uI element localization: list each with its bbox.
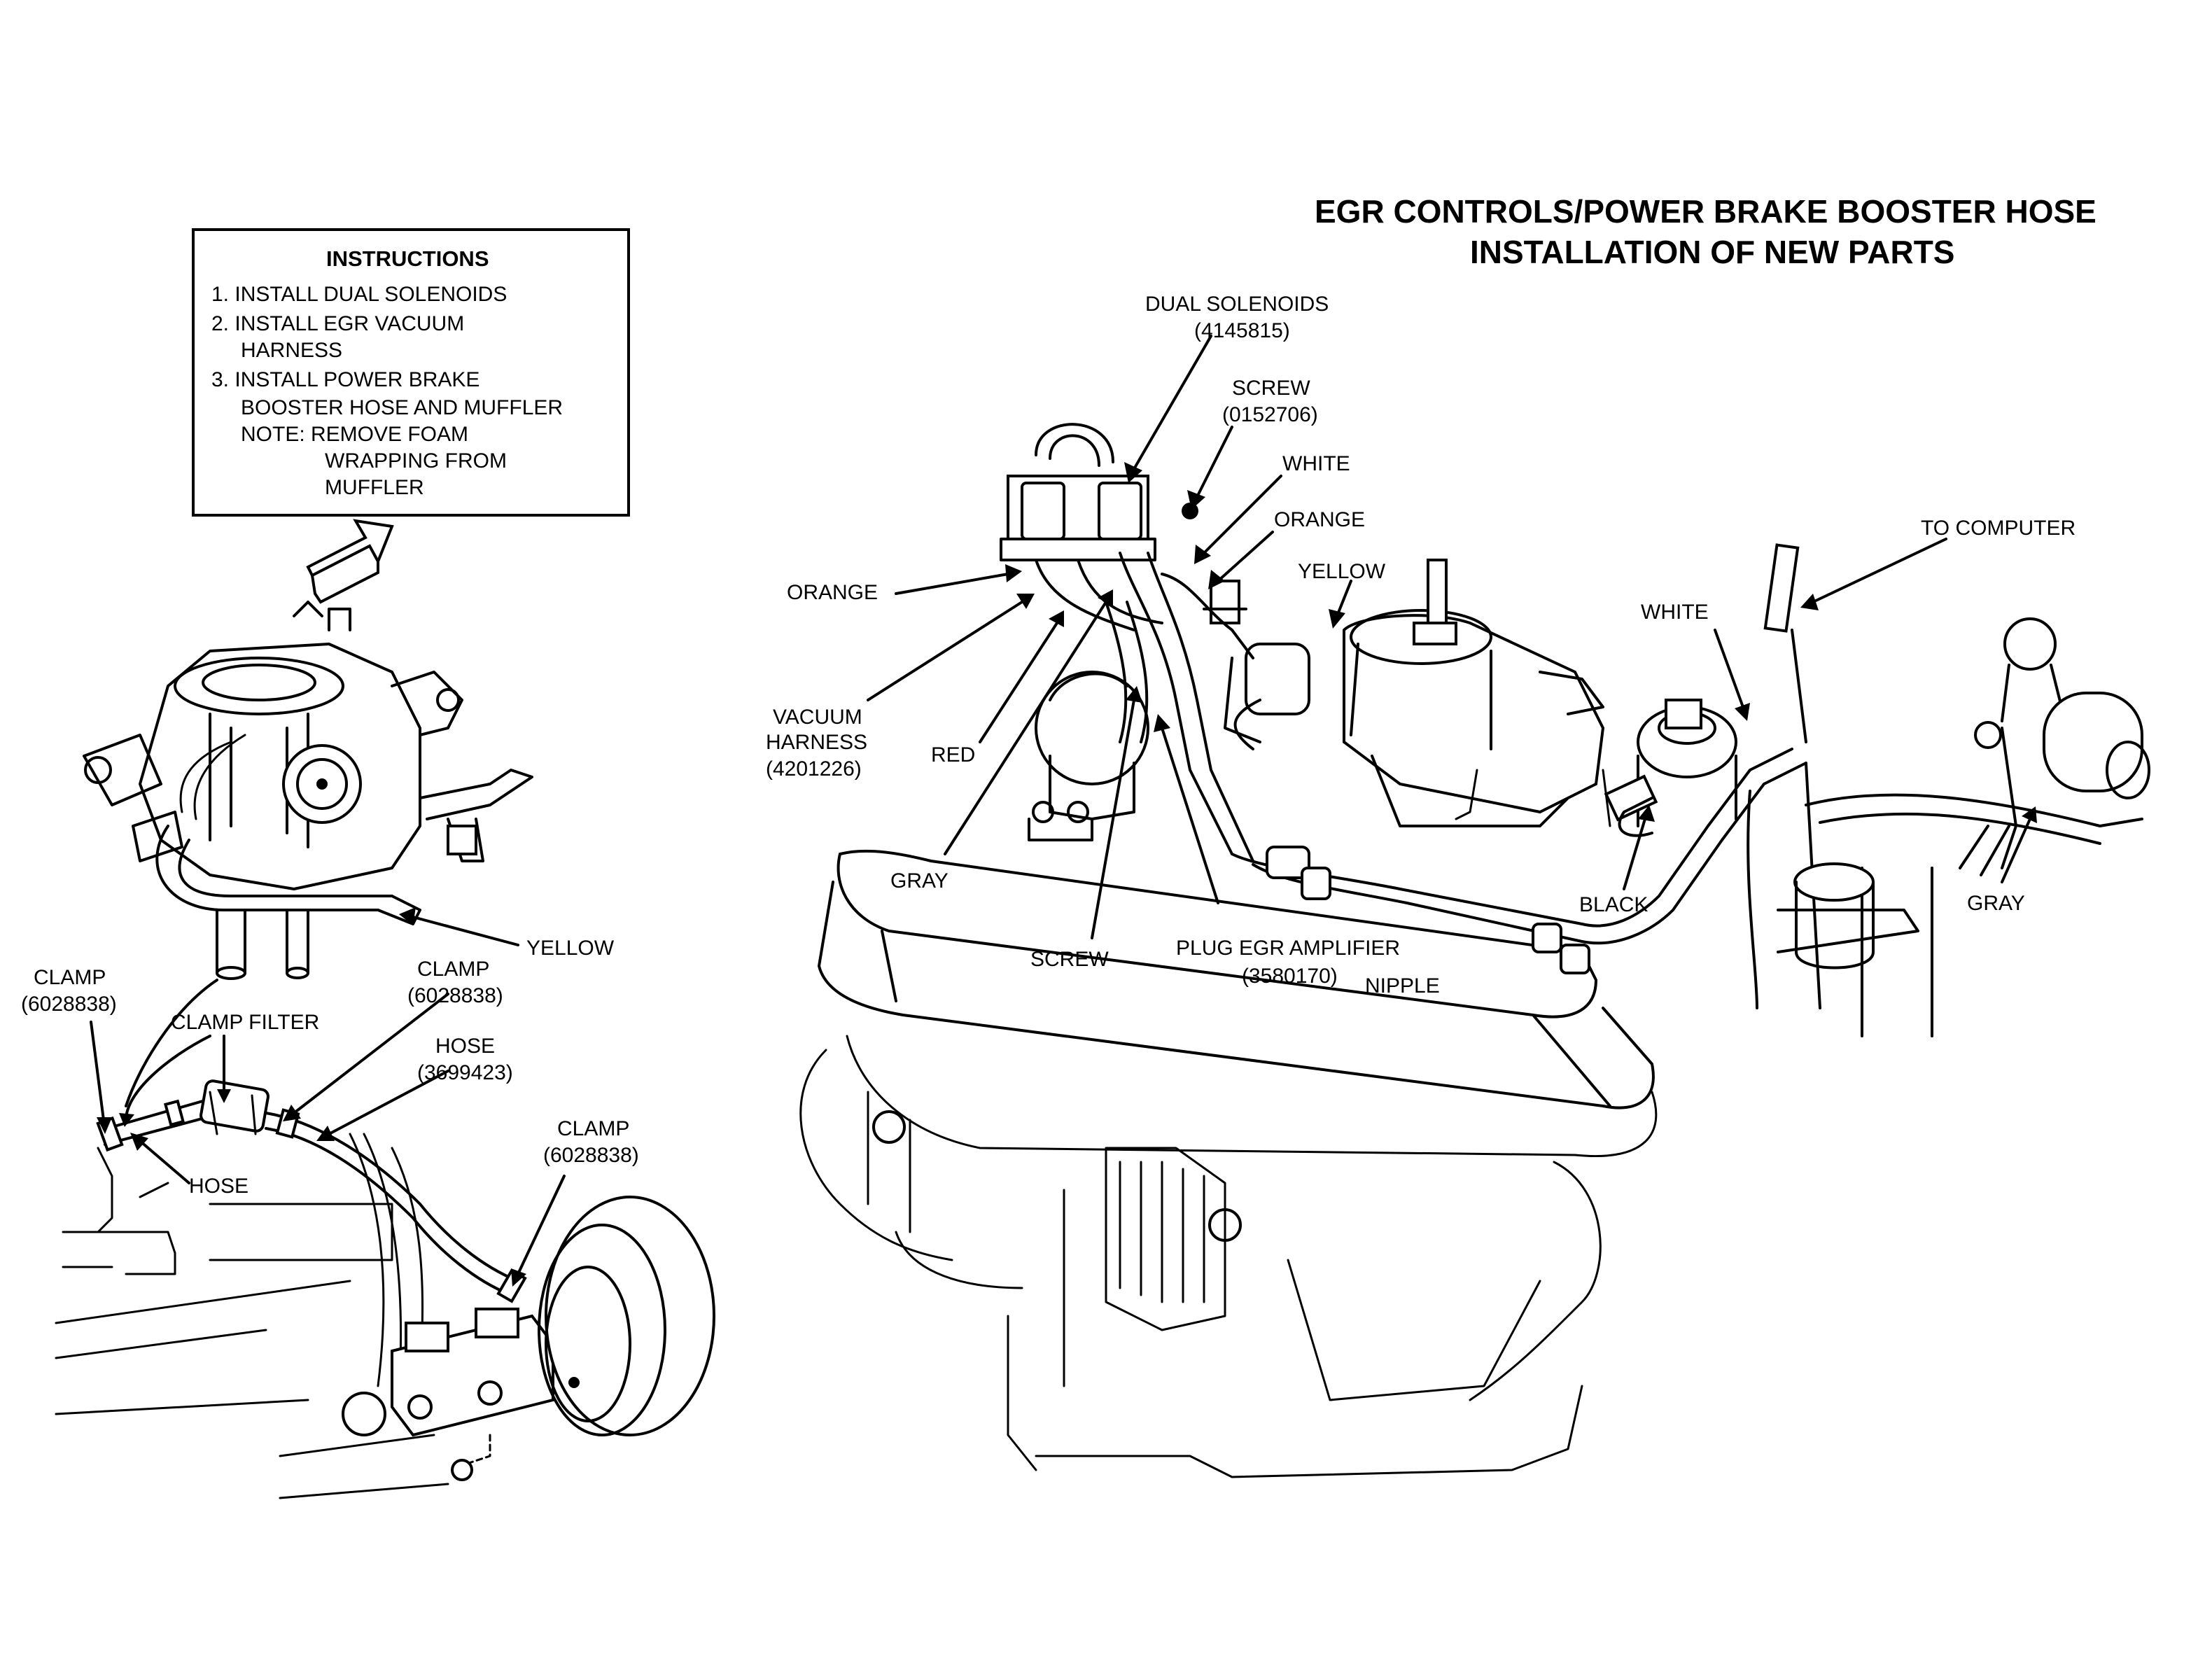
label-white-right: WHITE: [1641, 601, 1709, 624]
label-clamp-2: CLAMP: [417, 958, 489, 981]
instruction-line-8: MUFFLER: [325, 476, 424, 499]
instruction-line-2: 2. INSTALL EGR VACUUM: [211, 312, 464, 335]
dual-solenoids-part: [1000, 423, 1156, 561]
direction-arrow: [306, 519, 394, 604]
instruction-line-5: BOOSTER HOSE AND MUFFLER: [241, 396, 563, 419]
label-white-top: WHITE: [1282, 452, 1350, 475]
label-yellow-right: YELLOW: [1298, 560, 1386, 583]
carburetor-illustration: [83, 601, 533, 980]
label-dual-solenoids-pn: (4145815): [1194, 319, 1290, 342]
title-line-2: INSTALLATION OF NEW PARTS: [1470, 234, 1955, 270]
label-red: RED: [931, 743, 975, 766]
brake-booster-illustration: [55, 979, 715, 1499]
label-plug-egr-pn: (3580170): [1242, 965, 1338, 988]
instructions-heading: INSTRUCTIONS: [326, 246, 489, 271]
instruction-line-1: 1. INSTALL DUAL SOLENOIDS: [211, 283, 507, 306]
instruction-line-6: NOTE: REMOVE FOAM: [241, 423, 468, 446]
label-screw-top: SCREW: [1232, 377, 1310, 400]
leader-lines-left: [90, 907, 566, 1287]
label-screw-bottom: SCREW: [1030, 948, 1109, 971]
callout-labels: DUAL SOLENOIDS (4145815) SCREW (0152706)…: [21, 293, 2076, 1198]
label-vacuum-harness-2: HARNESS: [766, 731, 867, 754]
label-vacuum-harness-pn: (4201226): [766, 757, 862, 780]
label-gray-left: GRAY: [890, 869, 948, 892]
label-vacuum-harness: VACUUM: [773, 706, 862, 729]
label-orange-left: ORANGE: [787, 581, 878, 604]
label-clamp-filter: CLAMP FILTER: [171, 1011, 319, 1034]
label-orange-right: ORANGE: [1274, 508, 1365, 531]
label-black: BLACK: [1579, 893, 1648, 916]
label-screw-top-pn: (0152706): [1222, 403, 1318, 426]
instruction-line-4: 3. INSTALL POWER BRAKE: [211, 368, 479, 391]
label-dual-solenoids: DUAL SOLENOIDS: [1145, 293, 1329, 316]
engine-illustration: [799, 423, 2150, 1478]
instruction-line-7: WRAPPING FROM: [325, 449, 507, 472]
label-yellow-left: YELLOW: [526, 937, 615, 960]
label-hose-1-pn: (3699423): [417, 1061, 513, 1084]
label-clamp-3-pn: (6028838): [543, 1144, 639, 1167]
title-line-1: EGR CONTROLS/POWER BRAKE BOOSTER HOSE: [1315, 193, 2096, 230]
instructions-box: INSTRUCTIONS 1. INSTALL DUAL SOLENOIDS 2…: [192, 228, 630, 517]
label-hose-1: HOSE: [435, 1035, 495, 1058]
label-nipple: NIPPLE: [1365, 974, 1440, 997]
instruction-line-3: HARNESS: [241, 339, 342, 362]
label-clamp-1-pn: (6028838): [21, 993, 117, 1016]
label-plug-egr: PLUG EGR AMPLIFIER: [1176, 937, 1400, 960]
label-clamp-3: CLAMP: [557, 1117, 629, 1140]
label-clamp-1: CLAMP: [34, 966, 106, 989]
label-hose-2: HOSE: [189, 1175, 248, 1198]
label-clamp-2-pn: (6028838): [407, 984, 503, 1007]
label-gray-right: GRAY: [1967, 892, 2025, 915]
diagram-title: EGR CONTROLS/POWER BRAKE BOOSTER HOSE IN…: [1315, 193, 2096, 270]
leader-lines-right: [867, 335, 2037, 939]
label-to-computer: TO COMPUTER: [1921, 517, 2076, 540]
